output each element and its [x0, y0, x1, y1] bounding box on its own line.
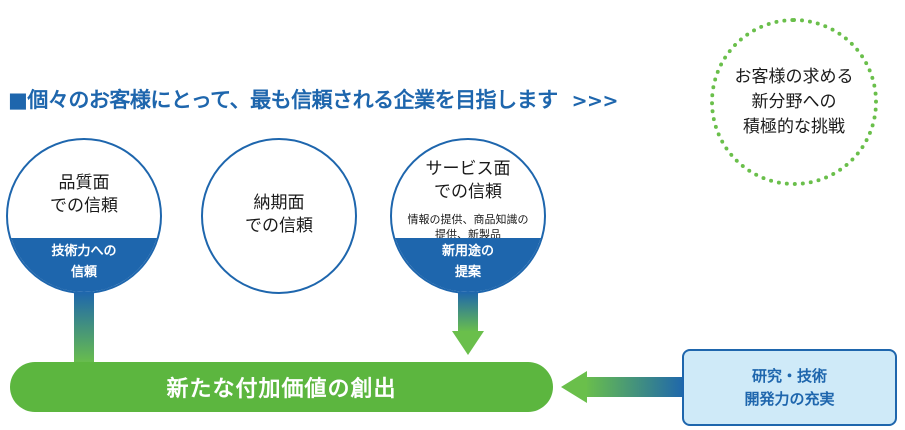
technology-trust-band: 技術力への 信頼	[8, 238, 160, 292]
rnd-connector	[585, 377, 685, 397]
delivery-trust-title: 納期面 での信頼	[245, 193, 313, 236]
heading-arrows: >>>	[571, 90, 619, 112]
service-trust-title: サービス面 での信頼	[425, 159, 511, 202]
quality-connector	[74, 292, 94, 364]
new-use-proposal-band: 新用途の 提案	[392, 238, 544, 292]
value-creation-text: 新たな付加価値の創出	[166, 377, 397, 402]
rnd-box: 研究・技術 開発力の充実	[682, 349, 897, 426]
page-heading: ■個々のお客様にとって、最も信頼される企業を目指します >>>	[8, 84, 618, 114]
new-field-text: お客様の求める 新分野への 積極的な挑戦	[734, 66, 854, 137]
arrow-down-icon	[452, 331, 484, 355]
new-field-circle: お客様の求める 新分野への 積極的な挑戦	[710, 18, 878, 186]
value-creation-bar: 新たな付加価値の創出	[10, 362, 553, 412]
delivery-trust-circle: 納期面 での信頼	[201, 138, 357, 294]
quality-trust-title: 品質面 での信頼	[50, 173, 118, 216]
service-connector	[458, 292, 478, 332]
heading-text: ■個々のお客様にとって、最も信頼される企業を目指します	[8, 88, 558, 112]
arrow-left-icon	[561, 371, 587, 403]
service-trust-subtitle: 情報の提供、商品知識の 提供、新製品	[407, 213, 529, 241]
quality-trust-circle: 品質面 での信頼 技術力への 信頼	[6, 138, 162, 294]
rnd-text: 研究・技術 開発力の充実	[744, 366, 835, 408]
service-trust-circle: サービス面 での信頼 情報の提供、商品知識の 提供、新製品 新用途の 提案	[390, 138, 546, 294]
